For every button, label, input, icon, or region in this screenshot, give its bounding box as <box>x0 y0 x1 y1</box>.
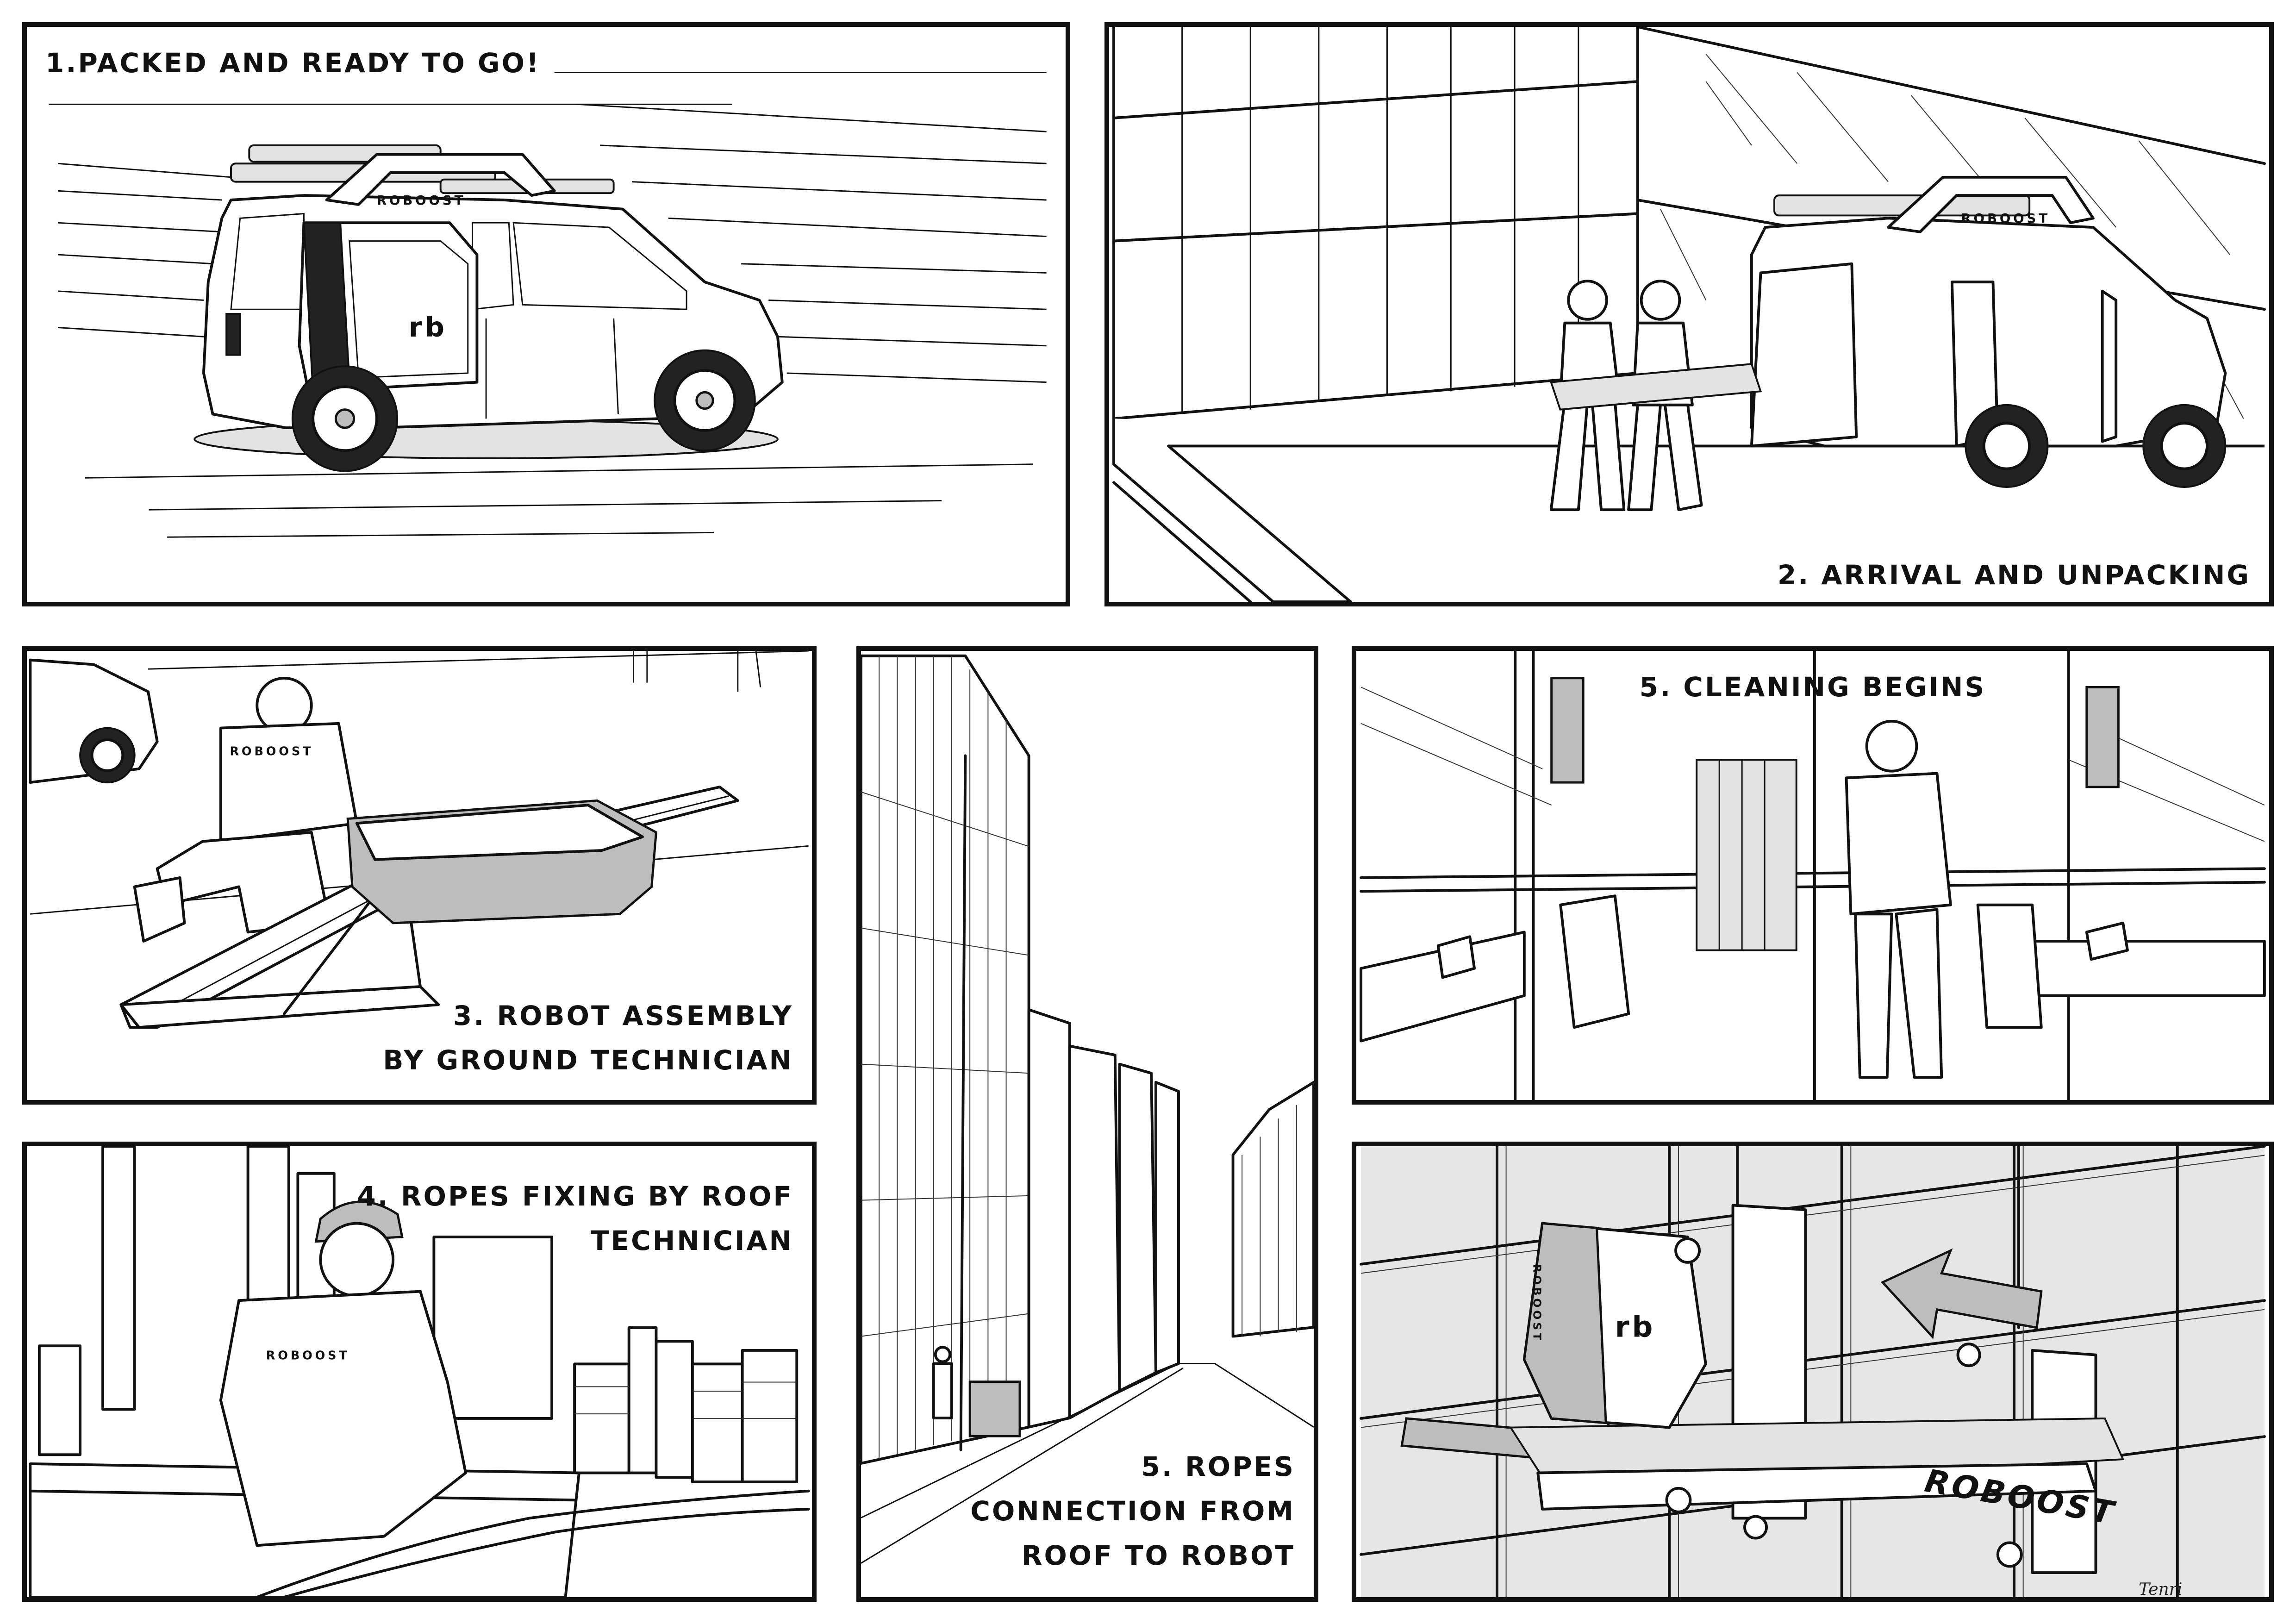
panel-6-illustration <box>1360 651 2266 1100</box>
cleaning-brushes <box>1696 759 1797 951</box>
artist-signature: Tenri <box>2139 1580 2183 1599</box>
panel-4-ropes-fixing: ROBOOST 4. ROPES FIXING BY ROOF TECHNICI… <box>22 1142 817 1602</box>
panel-5-caption-line2: CONNECTION FROM <box>970 1495 1295 1527</box>
pedestrians <box>632 651 761 692</box>
panel-4-caption-line2: TECHNICIAN <box>591 1225 793 1256</box>
panel-5-caption-line3: ROOF TO ROBOT <box>1021 1540 1295 1571</box>
open-rear-door <box>1750 262 1858 448</box>
panel-3-assembly: ROBOOST 3. ROBOT ASSEMBLY BY GROUND TECH… <box>22 646 817 1105</box>
front-wheel <box>654 349 756 452</box>
curb <box>1112 418 2265 602</box>
panel-5-caption-line1: 5. ROPES <box>1141 1451 1295 1482</box>
panel-6-caption: 5. CLEANING BEGINS <box>1639 671 1986 703</box>
jacket-brand: ROBOOST <box>230 744 313 758</box>
panel-5-ropes-connection: 5. ROPES CONNECTION FROM ROOF TO ROBOT <box>856 646 1318 1602</box>
chair-right <box>1976 903 2043 1029</box>
panel-3-caption-line1: 3. ROBOT ASSEMBLY <box>453 1000 793 1031</box>
panel-2-arrival: ROBOOST 2. ARRIVAL AND UNPACKING <box>1104 22 2274 606</box>
robot-side-brand: ROBOOST <box>1530 1264 1543 1343</box>
roof-frame-brand: ROBOOST <box>1961 211 2050 226</box>
jacket-brand: ROBOOST <box>266 1349 350 1363</box>
roof-technician: ROBOOST <box>219 1200 467 1547</box>
panel-2-caption: 2. ARRIVAL AND UNPACKING <box>1777 559 2251 591</box>
window-frame <box>1360 651 2266 1100</box>
rear-wheel <box>291 365 399 472</box>
panel-5-illustration <box>861 654 1314 1564</box>
robot-module-logo: rb <box>409 311 447 343</box>
robot-frame-carried <box>1550 363 1762 411</box>
panel-4-illustration: ROBOOST <box>29 1146 810 1597</box>
panel-3-caption-line2: BY GROUND TECHNICIAN <box>383 1044 793 1076</box>
chair-left <box>1559 894 1630 1029</box>
robot-head-logo: rb <box>1615 1310 1656 1344</box>
office-worker <box>1845 719 1952 1079</box>
panel-6-cleaning: 5. CLEANING BEGINS <box>1352 646 2274 1105</box>
panel-2-illustration: ROBOOST <box>1112 27 2266 602</box>
window-robot-right <box>2085 686 2120 788</box>
window-robot-left <box>1550 677 1585 784</box>
panel-1-illustration: ROBOOST rb <box>49 71 1047 538</box>
panel-7-robot-facade: ROBOOST rb ROBOOST Tenri <box>1352 1142 2274 1602</box>
roof-frame-brand: ROBOOST <box>377 193 466 208</box>
panel-4-caption-line1: 4. ROPES FIXING BY ROOF <box>357 1181 793 1212</box>
panel-1-caption: 1.PACKED AND READY TO GO! <box>45 47 541 79</box>
building <box>1112 27 2266 420</box>
arrow-left-icon <box>1880 1248 2043 1339</box>
speed-lines <box>49 71 1047 538</box>
panel-7-illustration: ROBOOST rb ROBOOST <box>1360 1146 2266 1597</box>
tall-building <box>861 654 1030 1465</box>
panel-1-packed: ROBOOST rb 1.PACKED AND READY TO GO! <box>22 22 1070 606</box>
technician-kneeling: ROBOOST <box>133 676 358 943</box>
panel-3-illustration: ROBOOST <box>29 651 809 1029</box>
roof-frame <box>325 153 556 206</box>
robot-at-base <box>968 1380 1021 1437</box>
